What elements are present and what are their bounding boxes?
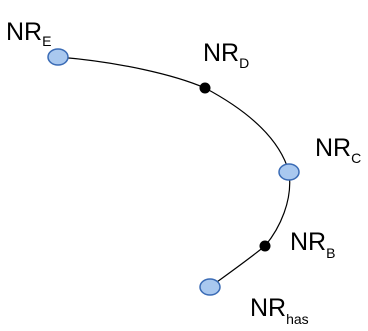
node-c-label-main: NR xyxy=(315,134,351,162)
node-d-label-main: NR xyxy=(203,39,239,67)
node-b-label-main: NR xyxy=(290,228,326,256)
node-e-label-main: NR xyxy=(6,18,42,46)
node-d-label-sub: D xyxy=(239,55,249,71)
node-b-label: NRB xyxy=(290,228,335,261)
node-has-label: NRhas xyxy=(250,294,309,327)
node-has-label-main: NR xyxy=(250,294,286,322)
connecting-curve xyxy=(57,56,291,288)
node-has-label-sub: has xyxy=(286,311,309,327)
node-e-label-sub: E xyxy=(42,33,51,49)
node-b-label-sub: B xyxy=(326,245,335,261)
node-c-label-sub: C xyxy=(351,150,361,166)
node-e-label: NRE xyxy=(6,18,51,49)
node-e-marker xyxy=(47,48,69,66)
node-d-label: NRD xyxy=(203,39,249,71)
node-d-marker xyxy=(199,82,211,94)
node-has-marker xyxy=(199,278,221,296)
node-c-label: NRC xyxy=(315,134,361,166)
node-c-marker xyxy=(278,163,300,181)
node-b-marker xyxy=(259,240,271,252)
